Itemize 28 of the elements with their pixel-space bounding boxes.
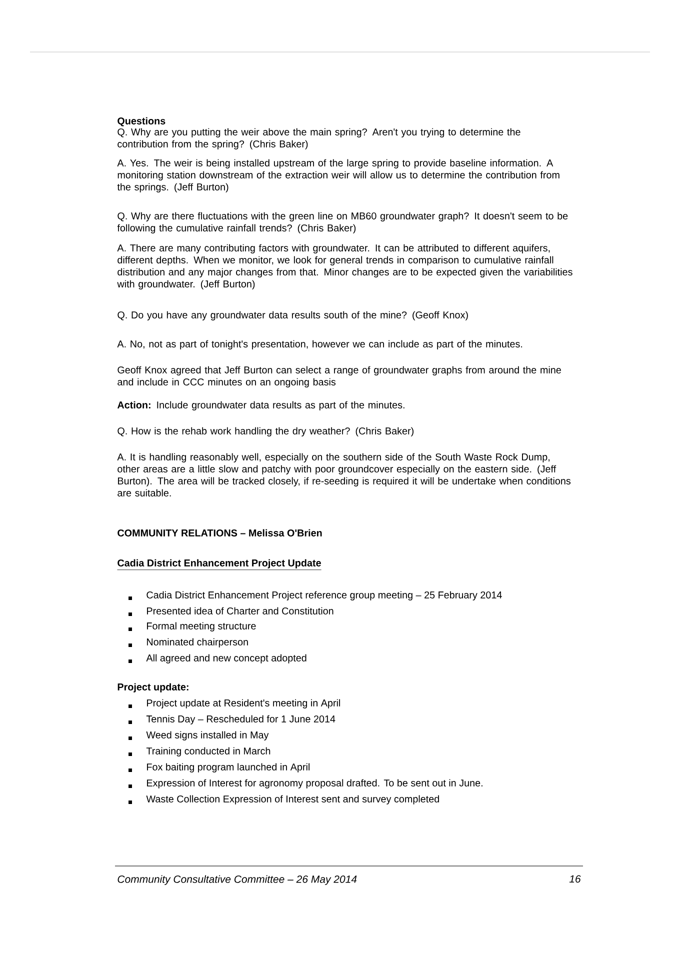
list-item: Weed signs installed in May — [146, 731, 269, 740]
page-number: 16 — [569, 875, 581, 883]
list-item: Presented idea of Charter and Constitution — [147, 607, 334, 614]
paragraph: A. Yes. The weir is being installed upstream of the large spring to provide baseline information. A monitoring station downstream of the extraction weir will allow us to determine the contribution from the springs. (Jeff Burton) — [117, 159, 560, 192]
list-item: Project update at Resident's meeting in April — [147, 699, 340, 708]
list-item: All agreed and new concept adopted — [146, 654, 306, 664]
paragraph: A. It is handling reasonably well, especially on the southern side of the South Waste Rock Dump, other areas are a little slow and patchy with poor groundcover especially on the eastern side. (Jeff Burton). The area will be tracked closely, if re-seeding is required it will be undertake when conditions are suitable. — [117, 453, 571, 496]
list-item: Expression of Interest for agronomy proposal drafted. To be sent out in June. — [147, 779, 482, 788]
footer-text: Community Consultative Committee – 26 May 2014 — [118, 875, 357, 885]
paragraph: Q. Why are you putting the weir above the main spring? Aren't you trying to determine the contribution from the spring? (Chris Baker) — [118, 128, 520, 150]
list-item: Nominated chairperson — [147, 638, 248, 648]
paragraph: Action: Include groundwater data results as part of the minutes. — [117, 401, 404, 410]
paragraph: Q. Why are there fluctuations with the green line on MB60 groundwater graph? It doesn't seem to be following the cumulative rainfall trends? (Chris Baker) — [117, 212, 568, 234]
list-item: Formal meeting structure — [147, 622, 256, 632]
list-item: Fox baiting program launched in April — [147, 763, 310, 772]
paragraph: Q. Do you have any groundwater data results south of the mine? (Geoff Knox) — [118, 311, 468, 320]
paragraph: A. There are many contributing factors with groundwater. It can be attributed to different aquifers, different depths. When we monitor, we look for general trends in comparison to cumulative rainfall distribution and any major changes from that. Minor changes are to be expected given the variabilities with groundwater. (Jeff Burton) — [117, 244, 572, 290]
list-item: Cadia District Enhancement Project reference group meeting – 25 February 2014 — [146, 591, 502, 600]
section-heading: Cadia District Enhancement Project Update — [117, 559, 322, 570]
section-heading: Questions — [118, 117, 166, 126]
paragraph: Geoff Knox agreed that Jeff Burton can select a range of groundwater graphs from around the mine and include in CCC minutes on an ongoing basis — [118, 366, 561, 388]
list-item: Waste Collection Expression of Interest sent and survey completed — [146, 795, 439, 804]
section-heading: COMMUNITY RELATIONS – Melissa O'Brien — [118, 529, 322, 536]
list-item: Tennis Day – Rescheduled for 1 June 2014 — [146, 715, 336, 724]
section-heading: Project update: — [118, 683, 188, 692]
list-item: Training conducted in March — [146, 747, 270, 756]
paragraph: Q. How is the rehab work handling the dry weather? (Chris Baker) — [118, 427, 414, 436]
paragraph: A. No, not as part of tonight's presentation, however we can include as part of the minutes. — [117, 340, 522, 350]
